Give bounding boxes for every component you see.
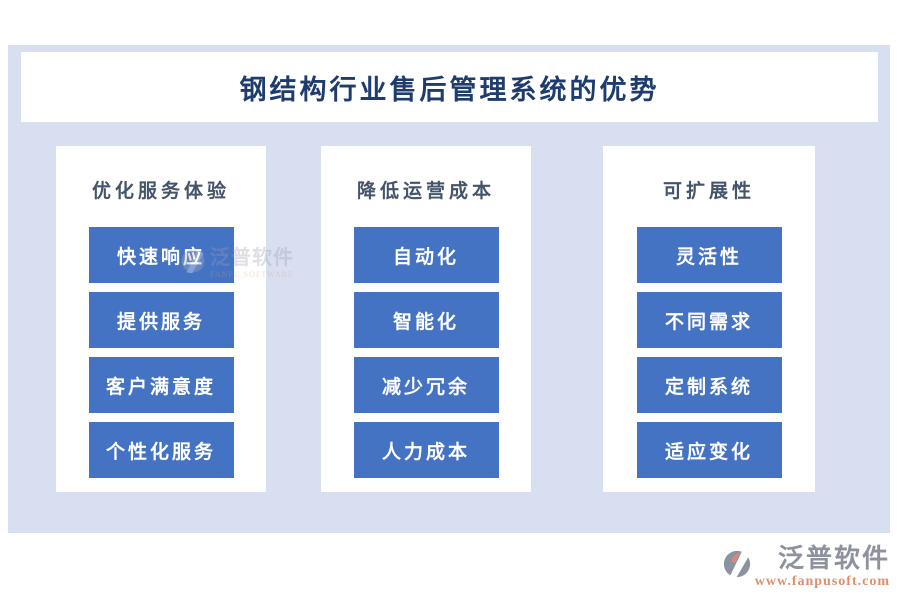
item-box: 快速响应 <box>88 227 234 283</box>
item-box: 人力成本 <box>353 422 499 478</box>
footer-logo: 泛普软件 www.fanpusoft.com <box>722 546 890 589</box>
column-header: 优化服务体验 <box>91 181 230 202</box>
column-card-service-experience: 优化服务体验 快速响应 提供服务 客户满意度 个性化服务 <box>56 146 266 492</box>
item-box: 提供服务 <box>88 292 234 348</box>
page-title: 钢结构行业售后管理系统的优势 <box>239 74 660 105</box>
item-box: 自动化 <box>353 227 499 283</box>
item-box: 灵活性 <box>636 227 782 283</box>
item-box: 智能化 <box>353 292 499 348</box>
title-bar: 钢结构行业售后管理系统的优势 <box>21 52 878 122</box>
column-header: 可扩展性 <box>662 181 755 202</box>
item-box: 减少冗余 <box>353 357 499 413</box>
fanpu-logo-icon <box>723 549 750 579</box>
footer-url: www.fanpusoft.com <box>754 574 890 589</box>
item-box: 定制系统 <box>636 357 782 413</box>
item-box: 适应变化 <box>636 422 782 478</box>
item-box: 不同需求 <box>636 292 782 348</box>
column-card-scalability: 可扩展性 灵活性 不同需求 定制系统 适应变化 <box>603 146 815 492</box>
item-box: 客户满意度 <box>88 357 234 413</box>
column-header: 降低运营成本 <box>356 181 495 202</box>
column-card-operating-cost: 降低运营成本 自动化 智能化 减少冗余 人力成本 <box>321 146 531 492</box>
item-box: 个性化服务 <box>88 422 234 478</box>
footer-brand: 泛普软件 <box>777 544 890 573</box>
